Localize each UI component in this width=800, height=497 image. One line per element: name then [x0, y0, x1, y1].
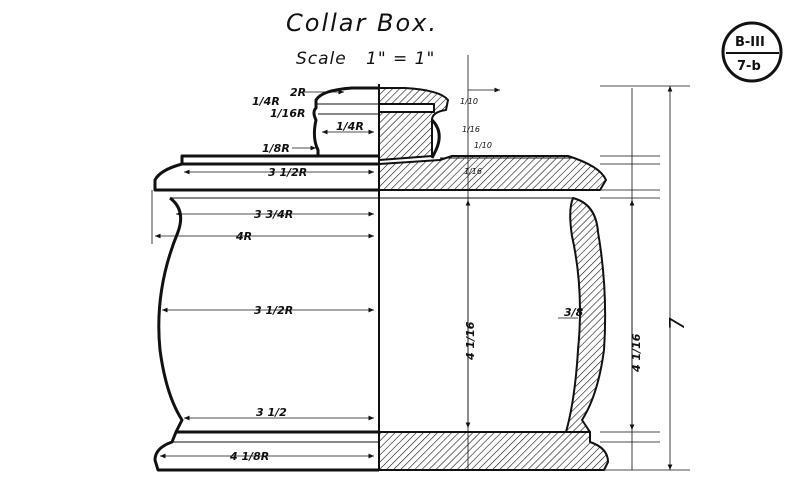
- dim-overall-height: 7: [665, 317, 689, 330]
- section-view: [378, 87, 609, 471]
- scale-label: Scale: [296, 49, 347, 69]
- dim-rim-r: 3 1/2R: [268, 166, 307, 179]
- dim-wall: 3/8: [564, 306, 584, 319]
- left-dimensions: 2R 1/4R 1/16R 1/4R 1/8R 3 1/2R 3 3/4R 4R…: [151, 86, 374, 463]
- dim-body-inner: 4 1/16: [464, 321, 477, 361]
- sheet-code-top: B-III: [735, 35, 765, 50]
- dim-body-outer: 4 1/16: [630, 333, 643, 373]
- dim-small-a: 1/10: [460, 97, 478, 106]
- sheet-code-bottom: 7-b: [737, 59, 761, 74]
- sheet-code-badge: B-III 7-b: [721, 21, 783, 83]
- dim-upper-r: 3 3/4R: [254, 208, 293, 221]
- dim-lid-side-b: 1/16R: [270, 107, 305, 120]
- dim-lid-top-r: 2R: [290, 86, 306, 99]
- right-dimensions: 4 1/16 1/10 1/16 1/10 1/16 3/8 4 1/16 7: [460, 55, 690, 471]
- dim-lid-neck: 1/4R: [336, 120, 364, 133]
- dim-small-c: 1/10: [474, 141, 492, 150]
- dim-widest-r: 4R: [235, 230, 252, 243]
- exterior-elevation: [153, 86, 379, 472]
- dim-lid-base-r: 1/8R: [262, 142, 290, 155]
- drawing-title: Collar Box.: [286, 9, 438, 37]
- scale-value: 1" = 1": [366, 49, 435, 69]
- dim-lower-r: 3 1/2: [256, 406, 287, 419]
- dim-lid-height: 1/16: [464, 167, 482, 176]
- dim-base-r: 4 1/8R: [229, 450, 269, 463]
- dim-mid-r: 3 1/2R: [254, 304, 293, 317]
- dim-small-b: 1/16: [462, 125, 480, 134]
- dim-lid-side-a: 1/4R: [252, 95, 280, 108]
